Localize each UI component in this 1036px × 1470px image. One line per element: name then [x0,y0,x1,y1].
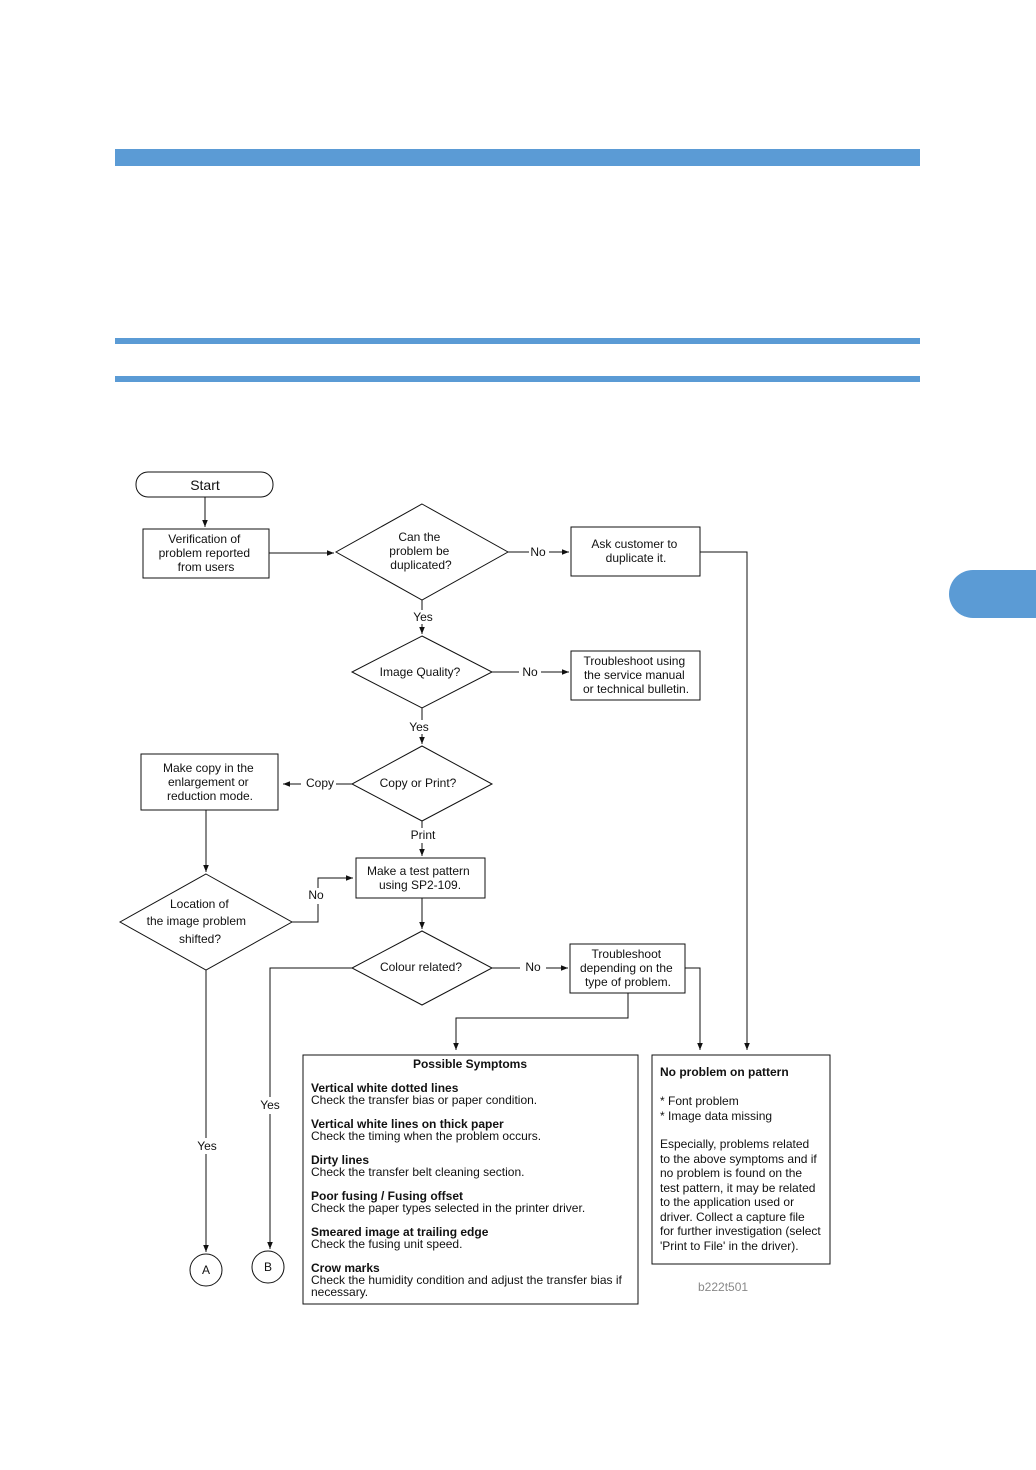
troubleshoot-manual-text: Troubleshoot using the service manual or… [583,654,689,696]
symptom-heading: Poor fusing / Fusing offset [311,1189,463,1203]
symptom-detail: Check the fusing unit speed. [311,1237,462,1251]
yes-label: Yes [413,610,433,624]
symptom-heading: Dirty lines [311,1153,369,1167]
make-copy-text: Make copy in the enlargement or reductio… [163,761,257,803]
symptom-detail: Check the timing when the problem occurs… [311,1129,541,1143]
copy-or-print-decision: Copy or Print? [350,745,494,822]
troubleshoot-manual-box: Troubleshoot using the service manual or… [570,650,701,701]
colour-related-text: Colour related? [380,960,462,974]
yes-label: Yes [409,720,429,734]
yes-label: Yes [197,1139,217,1153]
colour-related-decision: Colour related? [350,930,494,1006]
image-quality-text: Image Quality? [380,665,461,679]
duplicated-text: Can the problem be duplicated? [389,530,452,572]
start-terminal: Start [135,471,274,498]
make-copy-box: Make copy in the enlargement or reductio… [140,753,279,811]
section-rule-top [115,338,920,344]
chapter-tab [949,570,1036,618]
no-label: No [530,545,546,559]
no-problem-box: No problem on pattern * Font problem * I… [651,1054,831,1265]
arrow [700,551,750,1050]
connector-b: B [251,1250,285,1284]
symptoms-title: Possible Symptoms [413,1057,527,1071]
yes-label: Yes [260,1098,280,1112]
symptom-detail: Check the transfer bias or paper conditi… [311,1093,537,1107]
connector-b-label: B [264,1260,272,1274]
no-label: No [525,960,541,974]
location-shifted-text: Location of the image problem shifted? [147,897,250,946]
no-problem-bullet: * Image data missing [660,1109,772,1123]
connector-a-label: A [202,1263,210,1277]
symptom-detail: Check the paper types selected in the pr… [311,1201,585,1215]
test-pattern-box: Make a test pattern using SP2-109. [355,857,486,899]
verification-text: Verification of problem reported from us… [159,532,254,574]
section-rule-bottom [115,376,920,382]
symptom-detail: necessary. [311,1285,368,1299]
connector-line [292,904,319,923]
troubleshoot-type-text: Troubleshoot depending on the type of pr… [580,947,676,989]
no-problem-bullet: * Font problem [660,1094,739,1108]
symptom-heading: Vertical white dotted lines [311,1081,459,1095]
symptom-detail: Check the transfer belt cleaning section… [311,1165,524,1179]
header-bar [115,149,920,166]
symptom-heading: Smeared image at trailing edge [311,1225,489,1239]
flow-lines [202,497,750,1252]
symptom-heading: Vertical white lines on thick paper [311,1117,504,1131]
no-label: No [308,888,324,902]
connector-line [269,967,352,1097]
verification-box: Verification of problem reported from us… [142,528,270,579]
location-shifted-decision: Location of the image problem shifted? [118,873,294,971]
image-quality-decision: Image Quality? [350,635,494,709]
arrow [317,875,353,888]
ask-customer-box: Ask customer to duplicate it. [570,526,701,577]
no-label: No [522,665,538,679]
no-problem-title: No problem on pattern [660,1065,789,1079]
arrow [453,993,629,1050]
connector-a: A [189,1253,223,1287]
edge-labels: No Yes No Yes Copy Print No No Yes Yes [197,545,546,1153]
ask-customer-text: Ask customer to duplicate it. [591,537,680,565]
copy-label: Copy [306,776,334,790]
test-pattern-text: Make a test pattern using SP2-109. [367,864,473,892]
figure-id: b222t501 [698,1280,748,1294]
symptom-heading: Crow marks [311,1261,380,1275]
troubleshoot-type-box: Troubleshoot depending on the type of pr… [569,943,686,994]
symptom-detail: Check the humidity condition and adjust … [311,1273,623,1287]
start-label: Start [190,477,220,493]
duplicated-decision: Can the problem be duplicated? [334,503,510,601]
copy-or-print-text: Copy or Print? [380,776,457,790]
no-problem-paragraph: Especially, problems related to the abov… [660,1137,824,1253]
print-label: Print [411,828,436,842]
possible-symptoms-box: Possible Symptoms Vertical white dotted … [302,1054,639,1305]
arrow [685,967,703,1050]
